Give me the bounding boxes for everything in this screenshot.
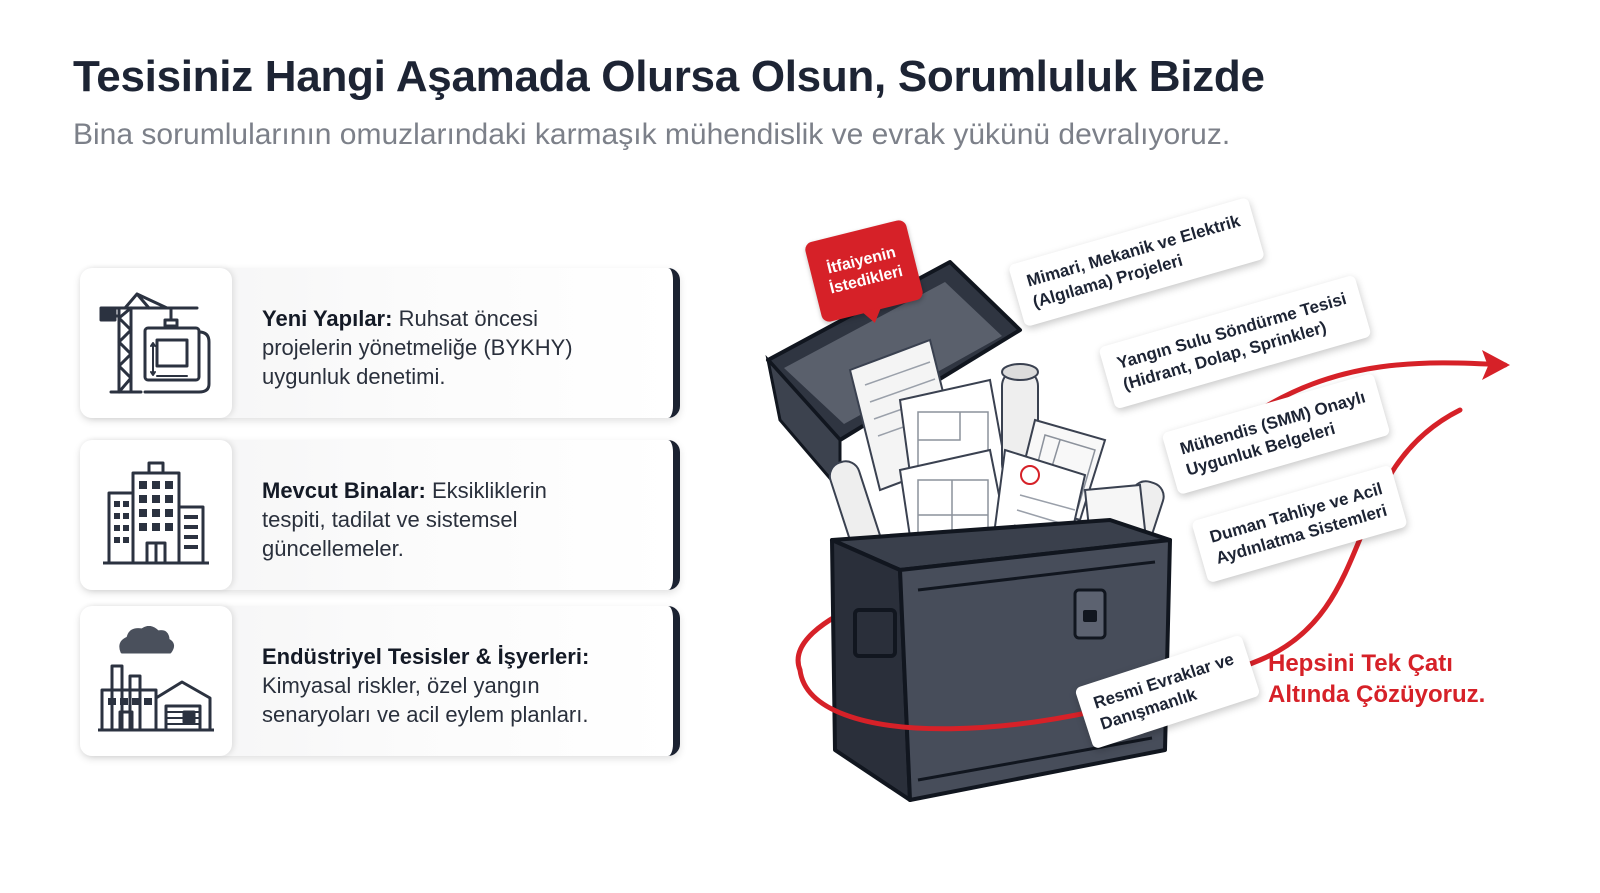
- card-heading: Yeni Yapılar:: [262, 306, 393, 331]
- page-subtitle: Bina sorumlularının omuzlarındaki karmaş…: [73, 118, 1231, 151]
- toolbox-illustration: [765, 260, 1510, 802]
- card-text: Yeni Yapılar: Ruhsat öncesi projelerin y…: [262, 304, 662, 391]
- arrow-head-icon: [1482, 350, 1510, 380]
- card-new-buildings: Yeni Yapılar: Ruhsat öncesi projelerin y…: [80, 268, 680, 418]
- toolbox-diagram: İtfaiyenin İstedikleri Mimari, Mekanik v…: [740, 190, 1580, 830]
- card-line3: senaryoları ve acil eylem planları.: [262, 702, 589, 727]
- slogan-line2: Altında Çözüyoruz.: [1268, 681, 1486, 708]
- card-existing-buildings: Mevcut Binalar: Eksikliklerin tespiti, t…: [80, 440, 680, 590]
- crane-blueprint-icon: [80, 268, 232, 418]
- card-line3: güncellemeler.: [262, 536, 404, 561]
- office-building-icon: [80, 440, 232, 590]
- card-industrial-facilities: Endüstriyel Tesisler & İşyerleri: Kimyas…: [80, 606, 680, 756]
- slogan: Hepsini Tek Çatı Altında Çözüyoruz.: [1268, 648, 1485, 710]
- card-line2: tespiti, tadilat ve sistemsel: [262, 507, 518, 532]
- slogan-line1: Hepsini Tek Çatı: [1268, 650, 1453, 677]
- page-title: Tesisiniz Hangi Aşamada Olursa Olsun, So…: [73, 52, 1265, 101]
- card-line2: Kimyasal riskler, özel yangın: [262, 673, 540, 698]
- card-heading: Endüstriyel Tesisler & İşyerleri:: [262, 644, 590, 669]
- arrow-line: [1257, 360, 1508, 413]
- toolbox-body-icon: [830, 518, 1172, 802]
- card-line1: Eksikliklerin: [425, 478, 547, 503]
- card-text: Endüstriyel Tesisler & İşyerleri: Kimyas…: [262, 642, 662, 729]
- card-line3: uygunluk denetimi.: [262, 364, 446, 389]
- card-heading: Mevcut Binalar:: [262, 478, 426, 503]
- card-text: Mevcut Binalar: Eksikliklerin tespiti, t…: [262, 476, 662, 563]
- factory-icon: [80, 606, 232, 756]
- card-line1: Ruhsat öncesi: [392, 306, 538, 331]
- card-line2: projelerin yönetmeliğe (BYKHY): [262, 335, 573, 360]
